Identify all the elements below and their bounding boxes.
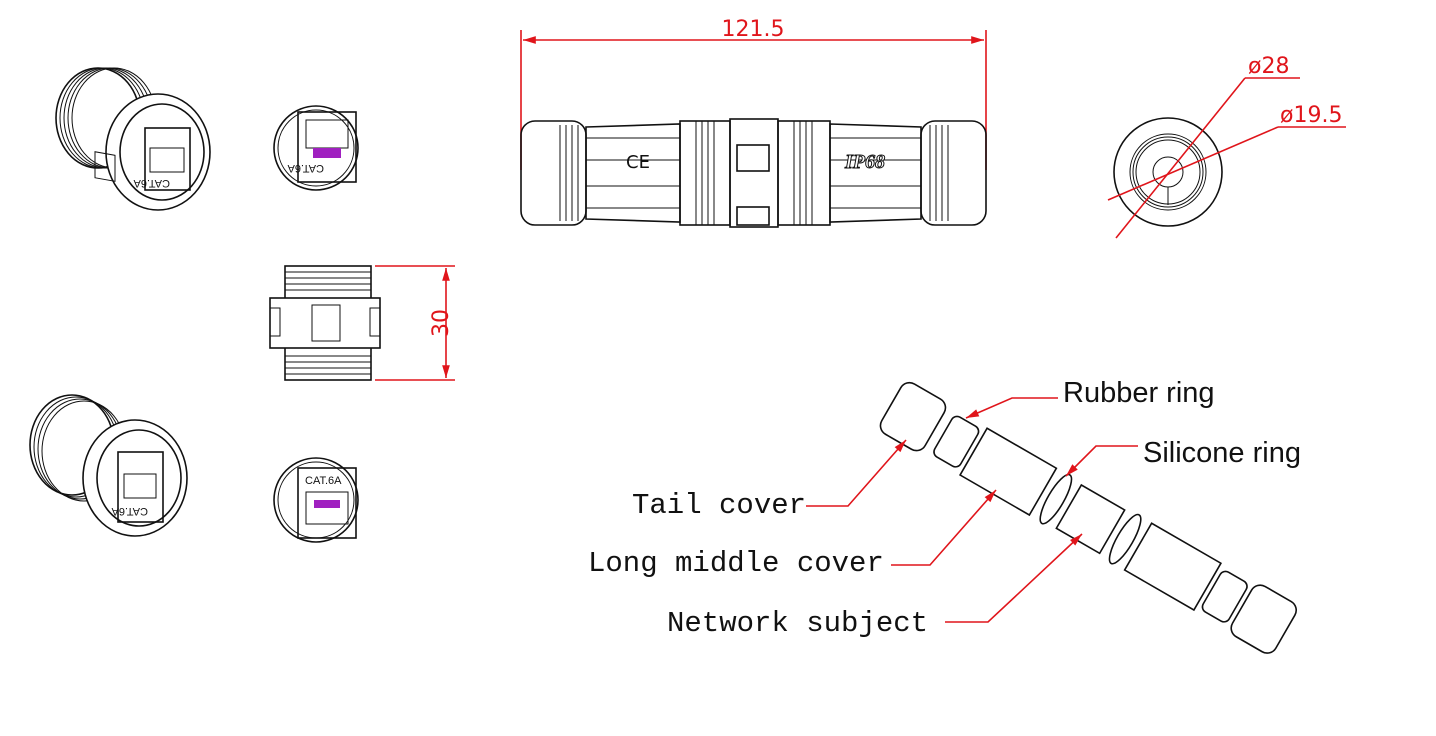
iso-view-bottom: CAT.6A [29, 394, 188, 537]
front-view-top: CAT.6A [273, 105, 359, 191]
contacts [313, 148, 341, 158]
iso-view-top: CAT.6A [55, 67, 211, 211]
callout-tail-cover: Tail cover [632, 439, 907, 522]
end-view [1113, 117, 1223, 227]
svg-text:Long middle cover: Long middle cover [588, 547, 884, 580]
connector-side-view: CE IP68 [520, 118, 987, 228]
svg-text:Tail cover: Tail cover [632, 489, 806, 522]
callout-long-middle-cover: Long middle cover [588, 489, 997, 580]
inner-diameter-value: ø19.5 [1280, 103, 1342, 128]
callout-silicone-ring: Silicone ring [1065, 437, 1301, 477]
callout-rubber-ring: Rubber ring [965, 377, 1215, 419]
side-view [269, 265, 381, 381]
outer-diameter-value: ø28 [1248, 54, 1289, 79]
height-value: 30 [429, 309, 454, 337]
jack-label-iso-bottom: CAT.6A [111, 505, 148, 517]
rubber-ring-part [933, 415, 980, 468]
svg-text:Network subject: Network subject [667, 607, 928, 640]
silicone-ring-part [1039, 473, 1073, 525]
jack-label-front-top: CAT.6A [287, 162, 324, 174]
svg-text:Silicone ring: Silicone ring [1143, 437, 1301, 469]
ip-rating-mark: IP68 [844, 151, 885, 173]
length-value: 121.5 [722, 17, 785, 42]
jack-label-front-bottom: CAT.6A [305, 475, 342, 487]
callout-network-subject: Network subject [667, 533, 1083, 640]
svg-text:Rubber ring: Rubber ring [1063, 377, 1215, 409]
diameter-dimensions: ø28 ø19.5 [1107, 54, 1346, 239]
front-view-bottom: CAT.6A [273, 457, 359, 543]
height-dimension: 30 [375, 265, 455, 381]
length-dimension: 121.5 [520, 17, 987, 170]
jack-label-iso-top: CAT.6A [133, 177, 170, 189]
ce-mark: CE [626, 152, 650, 173]
exploded-view [879, 381, 1297, 654]
